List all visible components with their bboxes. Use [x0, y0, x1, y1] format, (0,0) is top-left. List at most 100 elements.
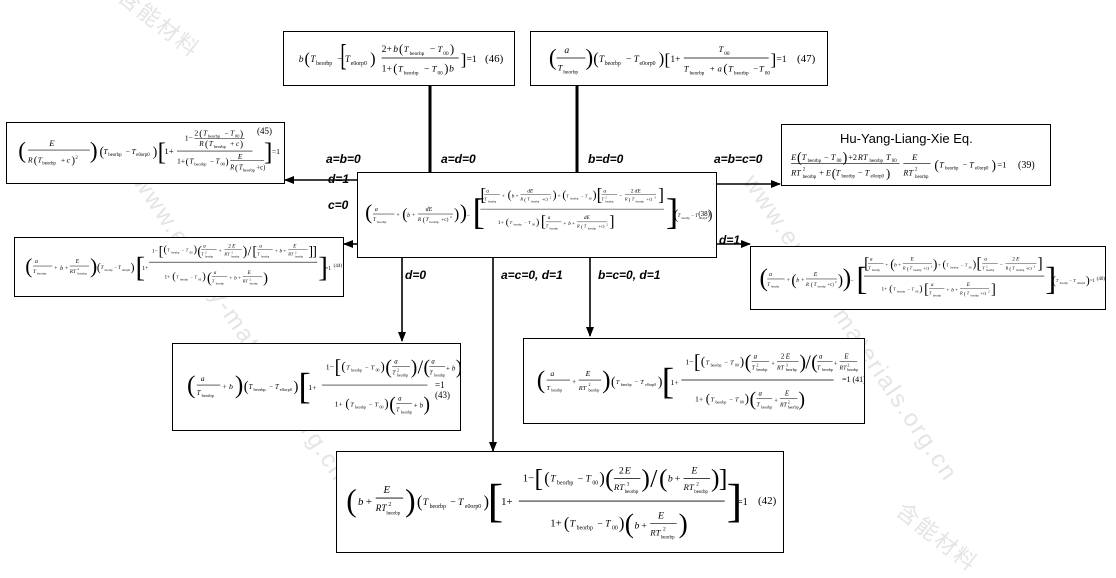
svg-text:RT: RT: [649, 527, 661, 537]
svg-text:): ): [194, 245, 198, 256]
condition-label-eq47: b=d=0: [588, 152, 624, 166]
svg-text:(: (: [605, 463, 614, 492]
svg-text:T: T: [432, 64, 438, 74]
svg-text:1+: 1+: [142, 266, 148, 272]
svg-text:−: −: [210, 158, 214, 166]
svg-text:R: R: [417, 217, 422, 223]
svg-text:2: 2: [788, 400, 790, 404]
svg-text:+: +: [283, 249, 286, 255]
svg-text:+: +: [230, 140, 234, 148]
svg-text:a: a: [819, 354, 823, 361]
svg-text:beorbp: beorbp: [401, 410, 412, 414]
svg-text:00: 00: [198, 278, 201, 282]
svg-text:b: b: [299, 54, 304, 65]
svg-text:T: T: [711, 397, 715, 404]
svg-text:2: 2: [78, 267, 80, 271]
svg-text:T: T: [209, 140, 214, 148]
svg-text:−: −: [224, 130, 228, 138]
svg-text:): ): [536, 217, 539, 228]
svg-text:R: R: [1005, 265, 1009, 270]
svg-text:+: +: [787, 278, 790, 284]
svg-text:(: (: [593, 49, 598, 68]
svg-text:]: ]: [309, 243, 314, 258]
svg-text:beorbp: beorbp: [822, 368, 833, 372]
svg-text:e0orp0: e0orp0: [639, 61, 655, 67]
svg-text:(: (: [34, 156, 38, 167]
svg-text:): ): [553, 188, 557, 201]
svg-text:beorbp: beorbp: [105, 268, 114, 272]
svg-text:T: T: [527, 196, 530, 201]
svg-text:[: [: [159, 243, 164, 258]
svg-text:): ): [235, 371, 243, 399]
svg-text:+: +: [572, 377, 577, 386]
svg-text:(: (: [345, 397, 349, 411]
svg-text:/: /: [248, 243, 252, 258]
svg-text:2: 2: [388, 502, 391, 508]
svg-text:b: b: [280, 249, 283, 255]
svg-text:E: E: [825, 168, 831, 177]
svg-text:beorbp: beorbp: [194, 162, 206, 167]
svg-text:beorbp: beorbp: [410, 51, 425, 57]
svg-text:T: T: [550, 473, 557, 484]
svg-text:T: T: [802, 153, 808, 162]
svg-text:): ): [460, 200, 467, 224]
svg-text:): ): [679, 508, 688, 538]
svg-text:+c): +c): [256, 164, 265, 171]
svg-text:]: ]: [318, 252, 328, 284]
svg-text:beorbp: beorbp: [577, 525, 593, 531]
svg-text:T: T: [346, 364, 350, 371]
equation-number-43-text: (43): [435, 390, 450, 400]
svg-text:00: 00: [612, 525, 618, 531]
svg-text:=1: =1: [736, 496, 747, 508]
svg-text:1+: 1+: [498, 220, 504, 226]
svg-text:(: (: [244, 379, 249, 395]
svg-text:(: (: [791, 272, 796, 289]
svg-text:T: T: [103, 147, 108, 156]
svg-text:T: T: [190, 158, 195, 166]
svg-text:T: T: [967, 290, 970, 295]
svg-text:b: b: [951, 288, 954, 294]
svg-text:T: T: [601, 196, 604, 201]
svg-text:T: T: [404, 44, 410, 54]
svg-text:beorbp: beorbp: [570, 196, 579, 200]
svg-text:): ): [658, 374, 663, 390]
svg-text:RT: RT: [287, 251, 294, 256]
svg-text:2: 2: [606, 223, 608, 227]
svg-text:beorbp: beorbp: [694, 490, 708, 495]
svg-text:RT: RT: [223, 251, 230, 256]
svg-text:beorbp: beorbp: [231, 254, 240, 258]
svg-text:(: (: [611, 374, 616, 390]
svg-text:RT: RT: [69, 269, 77, 275]
svg-text:[: [: [665, 50, 671, 69]
svg-text:beorbp: beorbp: [216, 281, 225, 285]
svg-text:b: b: [449, 64, 454, 75]
svg-text:T: T: [767, 283, 770, 288]
svg-text:): ): [641, 463, 650, 492]
svg-text:e0orp0: e0orp0: [351, 61, 367, 67]
svg-text:b: b: [894, 262, 897, 268]
svg-text:]: ]: [312, 243, 317, 258]
svg-text:beorbp: beorbp: [250, 281, 259, 285]
svg-text:+: +: [558, 193, 561, 199]
svg-text:T: T: [186, 248, 189, 253]
svg-text:−: −: [126, 147, 130, 156]
svg-text:R: R: [624, 196, 628, 201]
svg-text:e0orp0: e0orp0: [975, 167, 989, 172]
svg-text:a: a: [375, 207, 378, 213]
svg-text:+: +: [885, 262, 888, 268]
svg-text:T: T: [429, 370, 433, 376]
svg-text:beorbp: beorbp: [915, 175, 929, 180]
svg-text:1+: 1+: [335, 400, 344, 409]
svg-text:): ): [424, 394, 431, 415]
svg-text:R: R: [959, 290, 963, 295]
svg-text:a: a: [870, 257, 873, 263]
svg-text:b: b: [452, 365, 456, 372]
svg-text:T: T: [969, 161, 975, 170]
svg-text:beorbp: beorbp: [986, 268, 995, 272]
svg-text:(: (: [907, 265, 909, 272]
svg-text:T: T: [176, 275, 179, 280]
svg-text:2: 2: [986, 264, 988, 268]
